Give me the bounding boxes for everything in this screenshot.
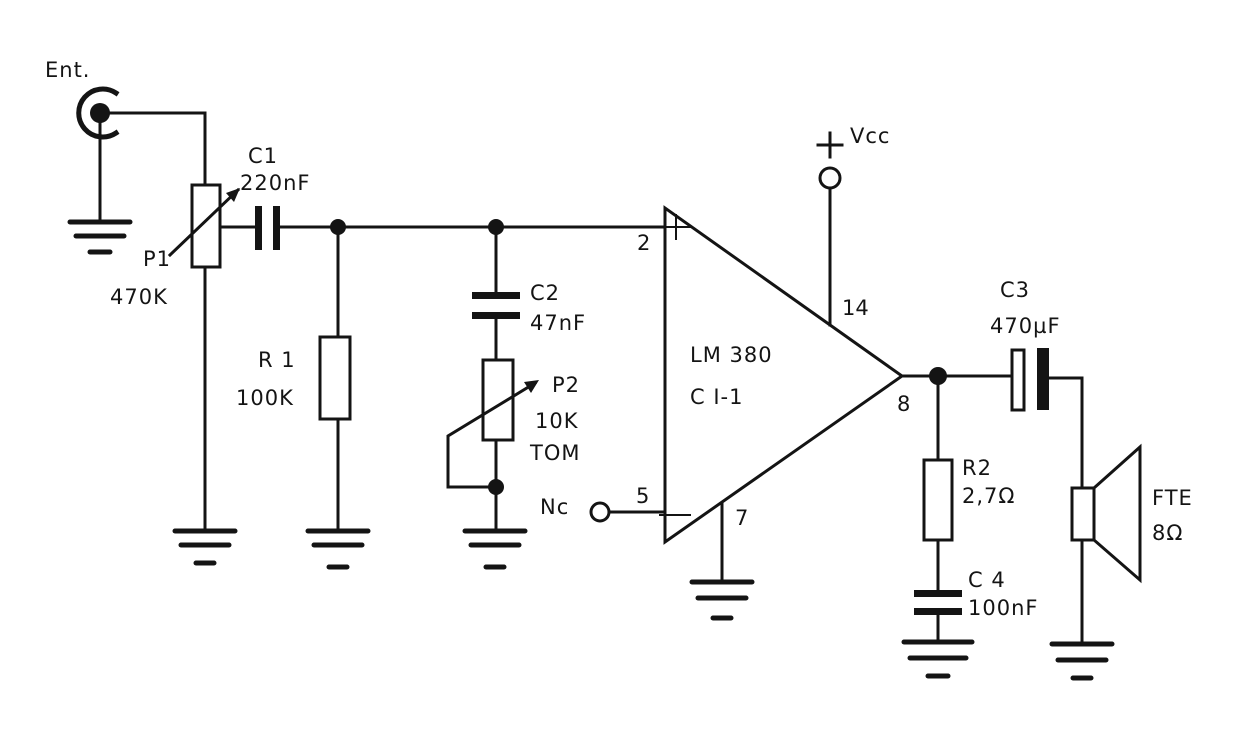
capacitor-c2 xyxy=(472,225,520,362)
pin-5-nc xyxy=(589,501,667,523)
ground-symbol-p2 xyxy=(462,528,528,570)
label-c3-value: 470µF xyxy=(990,314,1061,338)
label-vcc: Vcc xyxy=(850,124,890,148)
capacitor-c1 xyxy=(255,206,667,250)
label-p1-name: P1 xyxy=(143,247,171,271)
label-pin-8: 8 xyxy=(897,392,910,416)
pin-14-vcc xyxy=(816,131,844,327)
label-p2-function: TOM xyxy=(529,441,580,465)
label-r1-value: 100K xyxy=(236,386,294,410)
label-ic-part: LM 380 xyxy=(690,343,773,367)
label-c1-name: C1 xyxy=(248,144,278,168)
label-pin-2: 2 xyxy=(637,231,650,255)
label-c2-name: C2 xyxy=(530,281,560,305)
junction-node-p2 xyxy=(488,479,504,495)
label-r1-name: R 1 xyxy=(258,348,296,372)
ground-symbol-c4 xyxy=(901,639,975,679)
label-ic-ref: C I-1 xyxy=(690,385,743,409)
label-pin-5: 5 xyxy=(636,484,649,508)
ground-symbol-r1 xyxy=(305,528,371,570)
label-speaker-name: FTE xyxy=(1152,486,1193,510)
capacitor-c3 xyxy=(1010,348,1084,490)
amplifier-lm380 xyxy=(659,205,905,545)
ground-symbol-input xyxy=(67,219,133,255)
label-c4-name: C 4 xyxy=(968,568,1006,592)
ground-symbol-p1 xyxy=(172,528,238,566)
label-p2-name: P2 xyxy=(552,373,580,397)
label-pin-7: 7 xyxy=(735,506,748,530)
input-jack xyxy=(76,86,207,220)
ground-symbol-speaker xyxy=(1049,641,1115,681)
label-r2-value: 2,7Ω xyxy=(962,484,1015,508)
resistor-r1 xyxy=(318,225,352,529)
label-speaker-value: 8Ω xyxy=(1152,521,1183,545)
label-p2-value: 10K xyxy=(535,409,579,433)
resistor-r2 xyxy=(922,374,954,592)
label-r2-name: R2 xyxy=(962,456,992,480)
label-c1-value: 220nF xyxy=(240,171,310,195)
capacitor-c4 xyxy=(914,590,962,640)
label-c2-value: 47nF xyxy=(530,311,586,335)
label-pin-14: 14 xyxy=(842,296,869,320)
label-nc: Nc xyxy=(540,495,569,519)
label-c3-name: C3 xyxy=(1000,278,1030,302)
potentiometer-p2 xyxy=(446,358,539,529)
label-p1-value: 470K xyxy=(110,285,168,309)
speaker-icon xyxy=(1070,443,1142,642)
potentiometer-p1 xyxy=(167,111,257,529)
ground-symbol-ic xyxy=(689,579,755,621)
label-input: Ent. xyxy=(45,58,91,82)
label-c4-value: 100nF xyxy=(968,596,1038,620)
